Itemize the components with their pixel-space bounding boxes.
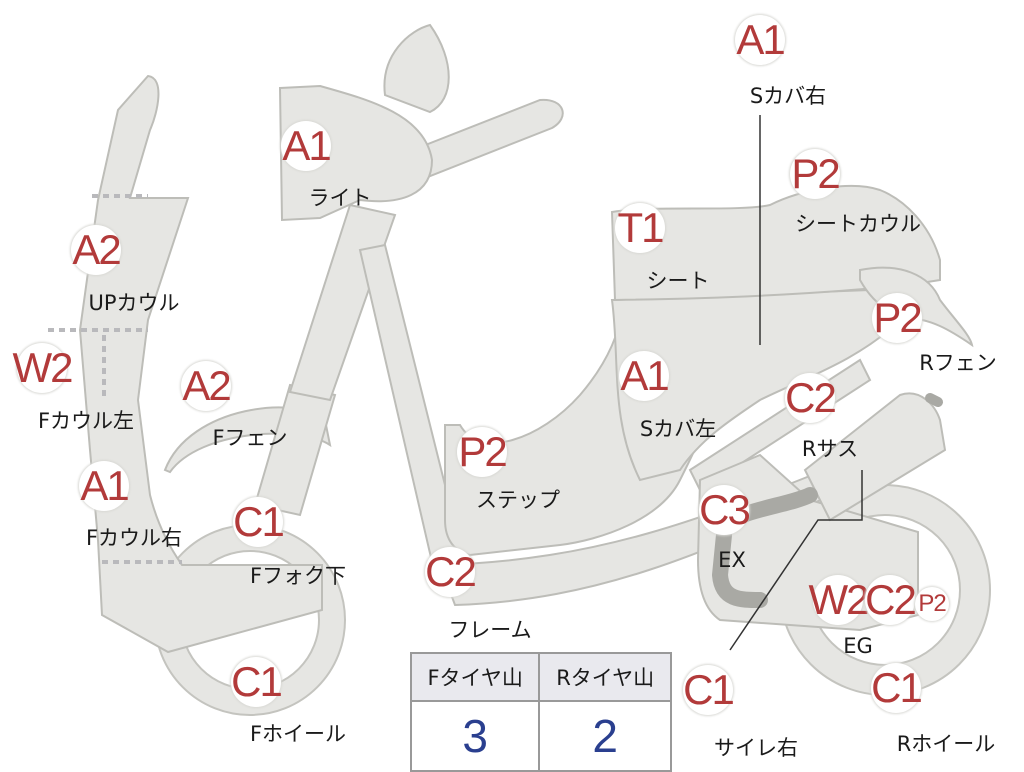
part-code-badge: W2 <box>12 343 74 393</box>
part-label: フレーム <box>448 618 532 642</box>
part-code-badge: A1 <box>281 121 332 171</box>
part-label: シートカウル <box>795 212 921 236</box>
part-label: Fカウル左 <box>37 409 135 433</box>
table-header-row: Fタイヤ山 Rタイヤ山 <box>409 652 672 702</box>
part-label: Rフェン <box>919 351 997 375</box>
part-code-badge: A1 <box>619 351 670 401</box>
front-tire-value: 3 <box>409 700 541 772</box>
part-code-badge: P2 <box>872 293 923 343</box>
front-cowl-shape <box>78 74 323 654</box>
part-label: EG <box>843 634 873 658</box>
part-label: サイレ右 <box>714 736 798 760</box>
part-code-badge: T1 <box>615 203 665 253</box>
part-label: Rホイール <box>896 732 996 756</box>
part-code-badge: P2 <box>915 587 949 621</box>
part-code-badge: P2 <box>457 427 508 477</box>
part-code-badge: A1 <box>79 461 130 511</box>
part-label: ステップ <box>476 488 560 512</box>
part-code-badge: P2 <box>790 149 841 199</box>
part-label: Sカバ右 <box>749 84 827 108</box>
part-code-badge: C1 <box>231 657 283 707</box>
table-header-front-tire: Fタイヤ山 <box>409 652 541 702</box>
engine-shape <box>696 453 919 632</box>
part-code-badge: C2 <box>865 575 917 625</box>
part-label: Sカバ左 <box>639 417 717 441</box>
part-label: Fフォク下 <box>249 564 347 588</box>
headlight-shape <box>278 84 434 222</box>
part-code-badge: A2 <box>71 225 122 275</box>
leader-lines <box>729 115 863 651</box>
tire-tread-table: Fタイヤ山 Rタイヤ山 3 2 <box>409 652 672 772</box>
part-label: EX <box>718 548 746 572</box>
part-label: Fカウル右 <box>85 526 183 550</box>
part-code-badge: C3 <box>699 485 751 535</box>
part-label: Fホイール <box>249 722 347 746</box>
side-cover-shape <box>610 288 902 482</box>
handlebar-shape <box>398 98 564 182</box>
part-label: Rサス <box>801 437 859 461</box>
part-code-badge: A1 <box>735 15 786 65</box>
mirror-shape <box>383 23 450 114</box>
table-row: 3 2 <box>409 700 672 772</box>
part-code-badge: C1 <box>683 665 735 715</box>
part-label: UPカウル <box>88 291 180 315</box>
part-label: シート <box>646 269 710 293</box>
part-code-badge: C1 <box>871 663 923 713</box>
part-code-badge: W2 <box>808 575 870 625</box>
part-label: ライト <box>308 186 372 210</box>
rear-tire-value: 2 <box>538 700 672 772</box>
part-label: Fフェン <box>212 426 288 450</box>
table-header-rear-tire: Rタイヤ山 <box>538 652 672 702</box>
seat-shape <box>610 184 941 302</box>
part-code-badge: C2 <box>425 547 477 597</box>
part-code-badge: C1 <box>233 497 285 547</box>
part-code-badge: A2 <box>181 361 232 411</box>
cowl-seams <box>48 194 182 564</box>
part-code-badge: C2 <box>785 373 837 423</box>
